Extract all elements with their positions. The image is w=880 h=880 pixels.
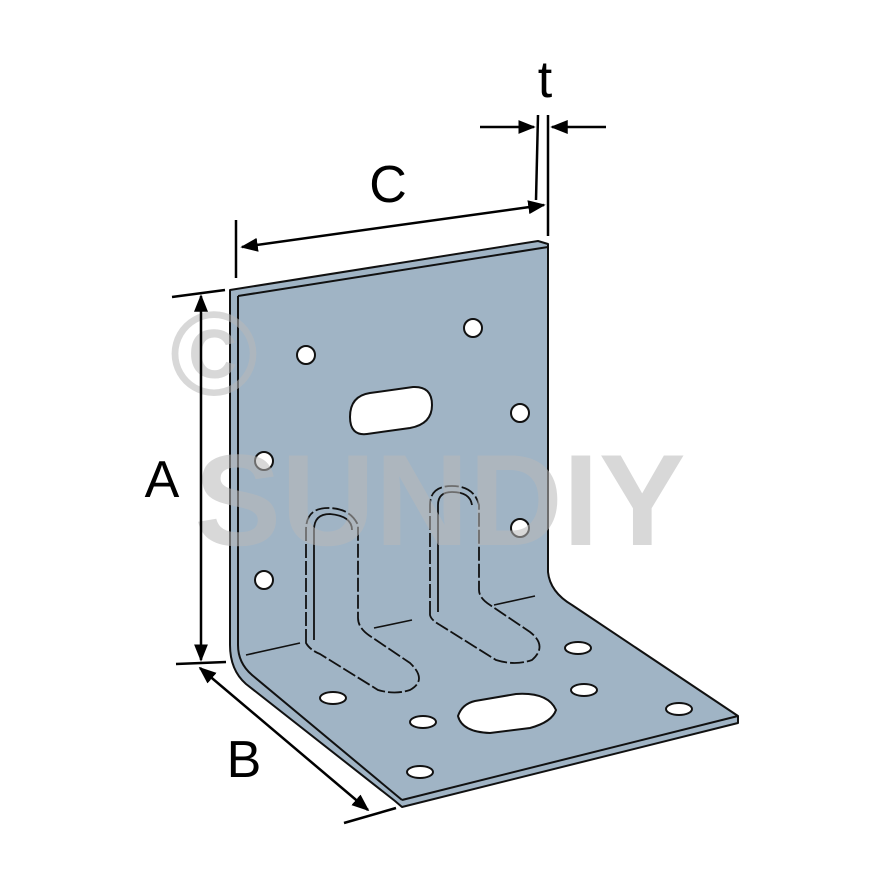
- rib-left-inner: [313, 513, 353, 640]
- vertical-leg-holes: [254, 318, 530, 590]
- dim-b-arrow: [198, 666, 370, 812]
- hole: [254, 451, 274, 471]
- dim-b-ext-bottom: [343, 806, 397, 825]
- hole: [409, 715, 437, 729]
- hole: [510, 403, 530, 423]
- slot-vertical-leg: [348, 385, 434, 436]
- hole: [296, 345, 316, 365]
- hole: [254, 570, 274, 590]
- dim-c-arrow: [240, 200, 546, 252]
- rib-right-inner: [437, 491, 473, 612]
- dim-t-ext-left: [534, 114, 540, 201]
- watermark-text: SUNDIY: [194, 427, 685, 573]
- bend-line-left: [245, 642, 301, 656]
- hole: [570, 683, 598, 697]
- slot-horizontal-leg: [456, 692, 558, 735]
- label-a: A: [145, 451, 180, 509]
- horizontal-leg-holes: [319, 641, 693, 779]
- hole: [406, 765, 434, 779]
- hole: [665, 702, 693, 716]
- front-edge-line: [401, 715, 739, 801]
- rib-right: [429, 485, 541, 664]
- hole: [510, 518, 530, 538]
- hole: [564, 641, 592, 655]
- bracket-outline: [229, 240, 739, 808]
- watermark: © SUNDIY: [170, 287, 686, 573]
- bend-line-right: [493, 595, 536, 606]
- dim-a-ext-bottom: [175, 660, 227, 666]
- dimensions: [171, 114, 606, 825]
- top-edge-line: [237, 246, 549, 297]
- label-c: C: [369, 156, 407, 214]
- label-b: B: [227, 731, 262, 789]
- hole: [463, 318, 483, 338]
- bend-line-mid: [373, 619, 413, 629]
- label-t: t: [538, 51, 553, 109]
- hole: [319, 691, 347, 705]
- dim-a-ext-top: [171, 288, 226, 299]
- watermark-copyright: ©: [170, 287, 258, 421]
